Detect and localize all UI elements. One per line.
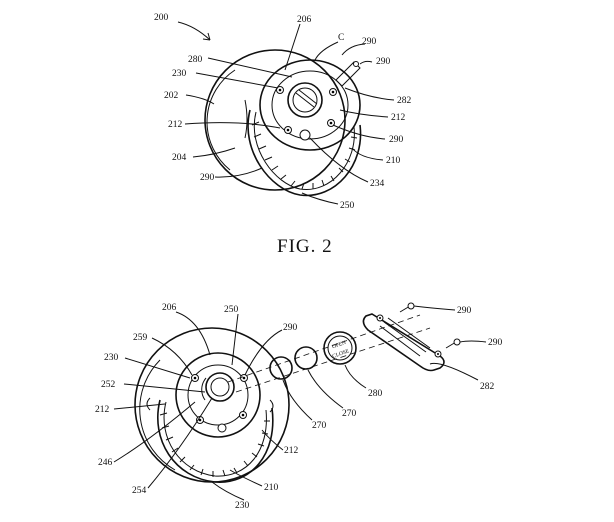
label-290-a: 290 — [362, 37, 377, 47]
label3-212-a: 212 — [95, 405, 110, 415]
fig3-disc-270-front — [269, 356, 293, 380]
label3-254: 254 — [132, 486, 147, 496]
label-230: 230 — [172, 69, 187, 79]
fig2-hub — [287, 82, 323, 118]
fig3-leaders — [113, 305, 487, 501]
fig2-rope — [247, 109, 362, 197]
label-210: 210 — [386, 156, 401, 166]
label3-246: 246 — [98, 458, 113, 468]
fig2-leaders — [177, 21, 395, 205]
label-212-a: 212 — [168, 120, 183, 130]
label3-250: 250 — [224, 305, 239, 315]
fig3-slot-cover-282 — [362, 313, 445, 372]
label3-290-b: 290 — [457, 306, 472, 316]
fig3-face-plate — [175, 352, 261, 438]
fig3-rope — [157, 399, 274, 483]
label-282: 282 — [397, 96, 412, 106]
cap-open-stamp: OPEN — [331, 340, 347, 351]
label-290-b: 290 — [376, 57, 391, 67]
fig2-labels: 200 206 C 290 290 280 230 202 282 212 21… — [154, 13, 412, 211]
label3-230-b: 230 — [235, 501, 250, 511]
fig2-screws — [276, 86, 337, 134]
label3-206: 206 — [162, 303, 177, 313]
label-250: 250 — [340, 201, 355, 211]
fig3-hub — [205, 372, 235, 402]
label3-252: 252 — [101, 380, 116, 390]
fig3-disc-270-back — [294, 346, 318, 370]
fig3-labels: 206 250 290 290 290 259 230 252 212 212 … — [95, 303, 503, 511]
label3-290-c: 290 — [488, 338, 503, 348]
fig2-housing — [204, 49, 346, 191]
fig3-screws — [191, 374, 248, 424]
label3-282: 282 — [480, 382, 495, 392]
label-290-c: 290 — [389, 135, 404, 145]
label-212-b: 212 — [391, 113, 406, 123]
label3-270-b: 270 — [342, 409, 357, 419]
fig2-face-plate — [259, 59, 361, 151]
label3-270-a: 270 — [312, 421, 327, 431]
label-200: 200 — [154, 13, 169, 23]
label3-230-a: 230 — [104, 353, 119, 363]
label-290-d: 290 — [200, 173, 215, 183]
label3-259: 259 — [133, 333, 148, 343]
cap-close-stamp: CLOSE — [332, 348, 351, 360]
label-206: 206 — [297, 15, 312, 25]
label-C: C — [338, 33, 344, 43]
label3-210: 210 — [264, 483, 279, 493]
label-204: 204 — [172, 153, 187, 163]
label-202: 202 — [164, 91, 179, 101]
fig3-assembly: OPEN CLOSE — [134, 302, 461, 483]
label3-212-b: 212 — [284, 446, 299, 456]
label3-280: 280 — [368, 389, 383, 399]
label3-290-a: 290 — [283, 323, 298, 333]
figure-title: FIG. 2 — [277, 236, 333, 257]
fig2-slot-cover — [335, 61, 361, 87]
fig3-cap-280 — [323, 331, 357, 365]
fig2-assembly — [204, 49, 362, 197]
label-280: 280 — [188, 55, 203, 65]
label-234: 234 — [370, 179, 385, 189]
